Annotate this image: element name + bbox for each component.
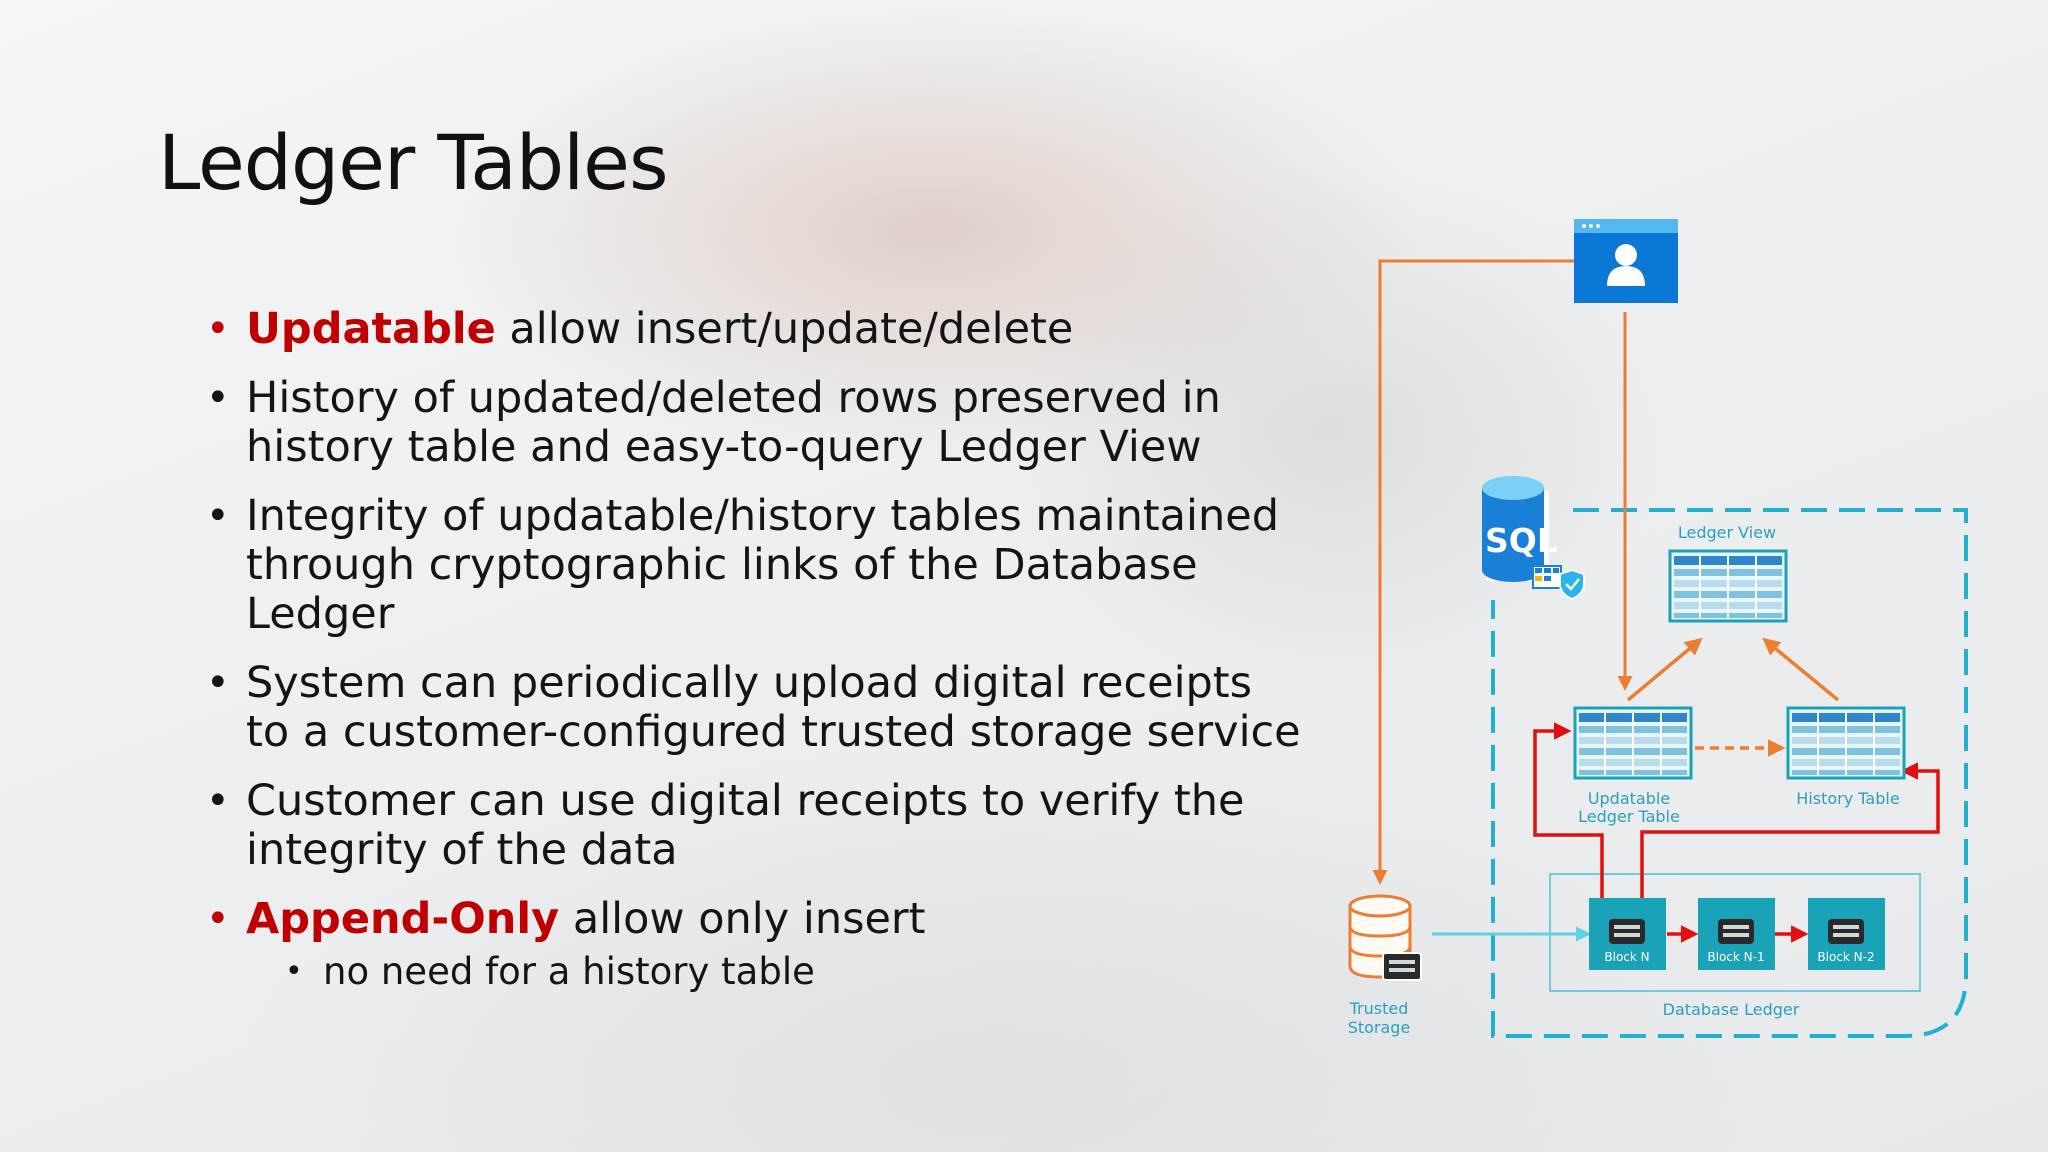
ledger-view-table-icon bbox=[1668, 549, 1788, 623]
arrow-updatable-to-ledger-view bbox=[1626, 637, 1703, 702]
block-n-1: Block N-1 bbox=[1698, 898, 1775, 970]
bullet-history: History of updated/deleted rows preserve… bbox=[206, 373, 1306, 472]
block-n-2: Block N-2 bbox=[1808, 898, 1885, 970]
history-table-icon bbox=[1786, 706, 1906, 780]
slide-title: Ledger Tables bbox=[158, 118, 669, 207]
bullet-text: History of updated/deleted rows preserve… bbox=[246, 373, 1221, 472]
bullet-highlight-updatable: Updatable bbox=[246, 304, 496, 354]
updatable-ledger-table-icon bbox=[1573, 706, 1693, 780]
bullet-append-only: Append-Only allow only insert no need fo… bbox=[206, 894, 1306, 995]
bullet-text: allow insert/update/delete bbox=[495, 304, 1074, 354]
arrow-history-to-ledger-view bbox=[1762, 637, 1840, 702]
user-app-icon bbox=[1574, 219, 1678, 303]
link-block-n-to-updatable bbox=[1533, 722, 1604, 898]
updatable-label-line1: Updatable bbox=[1588, 789, 1670, 808]
arrow-user-to-trusted-storage bbox=[1372, 259, 1575, 885]
bullet-text: allow only insert bbox=[559, 894, 926, 944]
trusted-storage-label-line2: Storage bbox=[1348, 1018, 1411, 1037]
link-block-n-to-history bbox=[1640, 762, 1940, 898]
bullet-receipts-upload: System can periodically upload digital r… bbox=[206, 658, 1306, 757]
block-n-label: Block N bbox=[1604, 950, 1649, 964]
bullet-list: Updatable allow insert/update/delete His… bbox=[206, 304, 1306, 1014]
ledger-view-label: Ledger View bbox=[1678, 523, 1776, 542]
sql-database-icon: SQL bbox=[1482, 476, 1585, 601]
bullet-updatable: Updatable allow insert/update/delete bbox=[206, 304, 1306, 355]
bullet-text: Integrity of updatable/history tables ma… bbox=[246, 491, 1279, 639]
block-n-1-label: Block N-1 bbox=[1707, 950, 1764, 964]
database-ledger-label: Database Ledger bbox=[1663, 1000, 1800, 1019]
bullet-text: System can periodically upload digital r… bbox=[246, 658, 1301, 757]
block-n-2-label: Block N-2 bbox=[1817, 950, 1874, 964]
trusted-storage-label-line1: Trusted bbox=[1349, 999, 1409, 1018]
bullet-verify: Customer can use digital receipts to ver… bbox=[206, 776, 1306, 875]
updatable-label-line2: Ledger Table bbox=[1578, 807, 1680, 826]
history-table-label: History Table bbox=[1796, 789, 1899, 808]
sub-bullet-history-table: no need for a history table bbox=[285, 950, 1306, 994]
bullet-integrity: Integrity of updatable/history tables ma… bbox=[206, 491, 1306, 639]
bullet-highlight-append-only: Append-Only bbox=[246, 894, 560, 944]
bullet-text: Customer can use digital receipts to ver… bbox=[246, 776, 1245, 875]
storage-icon bbox=[1348, 894, 1422, 981]
block-n: Block N bbox=[1589, 898, 1666, 970]
sub-bullet-list: no need for a history table bbox=[246, 950, 1306, 994]
sql-label: SQL bbox=[1485, 521, 1558, 560]
ledger-container-border bbox=[1491, 508, 1968, 1038]
